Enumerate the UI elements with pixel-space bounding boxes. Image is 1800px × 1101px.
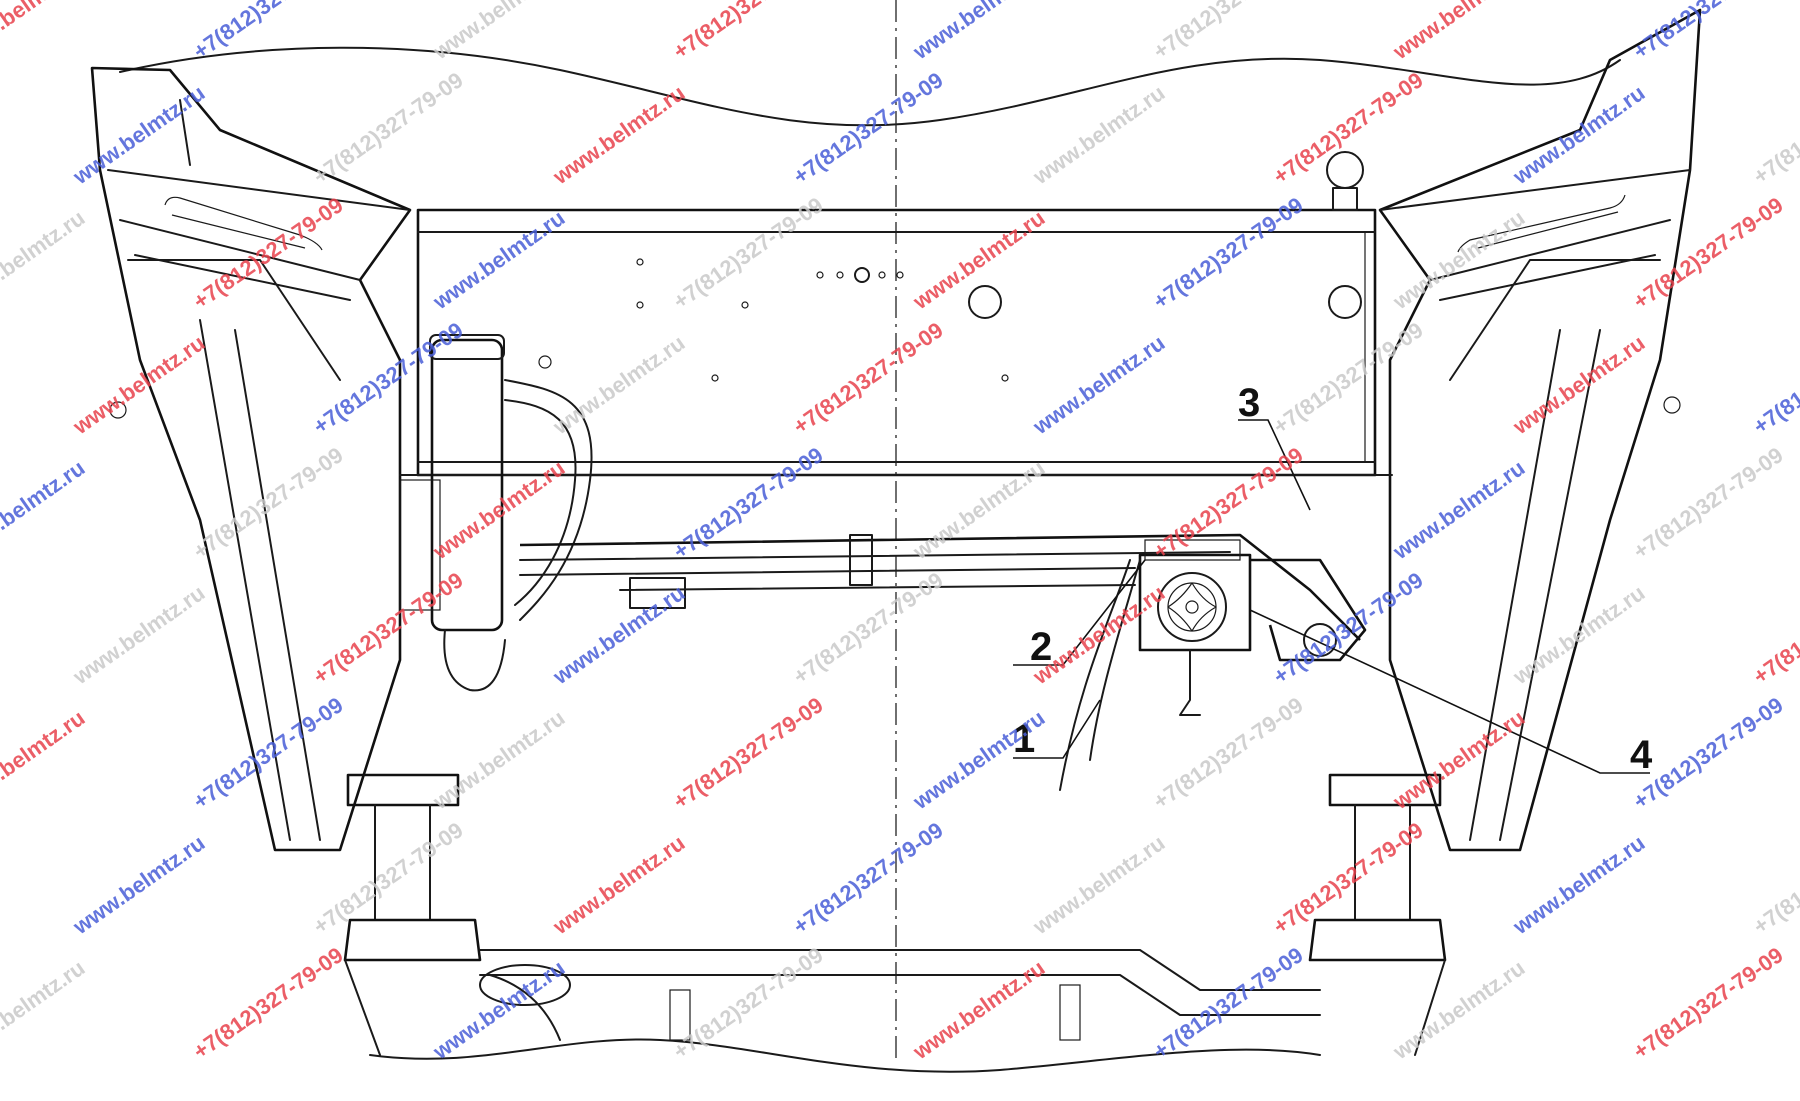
wire-harness	[1059, 559, 1141, 791]
watermark-text: www.belmtz.ru	[1028, 330, 1170, 440]
watermark-text: +7(812)327-79-09	[1749, 67, 1800, 189]
watermark-text: www.belmtz.ru	[428, 705, 570, 815]
left-side-frame	[90, 66, 412, 852]
watermark-text: www.belmtz.ru	[68, 330, 210, 440]
callout-3: 3	[1238, 381, 1260, 425]
watermark-text: +7(812)327-79-09	[189, 192, 348, 314]
watermark-text: www.belmtz.ru	[68, 580, 210, 690]
watermark-text: +7(812)327-79-09	[189, 0, 348, 64]
watermark-text: +7(812)327-79-09	[189, 942, 348, 1064]
watermark-text: www.belmtz.ru	[1508, 80, 1650, 190]
right-side-frame	[1378, 8, 1702, 852]
watermark-text: www.belmtz.ru	[0, 205, 89, 315]
watermark-text: +7(812)327-79-09	[189, 442, 348, 564]
watermark-text: www.belmtz.ru	[1028, 830, 1170, 940]
watermark-text: www.belmtz.ru	[1508, 830, 1650, 940]
watermark-text: www.belmtz.ru	[428, 205, 570, 315]
heater-rail	[519, 533, 1361, 641]
watermark-text: +7(812)327-79-09	[309, 567, 468, 689]
watermark-text: +7(812)327-79-09	[1269, 567, 1428, 689]
watermark-text: www.belmtz.ru	[1388, 955, 1530, 1065]
callout-4: 4	[1630, 733, 1653, 777]
callout-1: 1	[1013, 717, 1035, 761]
watermark-text: www.belmtz.ru	[1508, 330, 1650, 440]
watermark-text: www.belmtz.ru	[428, 455, 570, 565]
watermark-text: +7(812)327-79-09	[1749, 817, 1800, 939]
watermark-text: www.belmtz.ru	[68, 830, 210, 940]
watermark-text: www.belmtz.ru	[1028, 80, 1170, 190]
watermark-text: www.belmtz.ru	[548, 580, 690, 690]
watermark-text: www.belmtz.ru	[908, 955, 1050, 1065]
watermark-text: www.belmtz.ru	[0, 0, 89, 65]
watermark-text: +7(812)327-79-09	[1629, 442, 1788, 564]
watermark-text: +7(812)327-79-09	[1149, 442, 1308, 564]
watermark-text: www.belmtz.ru	[548, 80, 690, 190]
watermark-text: www.belmtz.ru	[0, 705, 89, 815]
watermark-text: +7(812)327-79-09	[1149, 692, 1308, 814]
blower-unit	[1138, 539, 1367, 716]
watermark-text: www.belmtz.ru	[548, 330, 690, 440]
lower-frame	[343, 773, 1447, 1056]
top-break-line	[119, 46, 1621, 127]
watermark-text: +7(812)327-79-09	[1629, 692, 1788, 814]
watermark-text: www.belmtz.ru	[1508, 580, 1650, 690]
watermark-text: +7(812)327-79-09	[309, 67, 468, 189]
watermark-text: +7(812)327-79-09	[669, 942, 828, 1064]
watermark-text: +7(812)327-79-09	[1629, 942, 1788, 1064]
watermark-text: www.belmtz.ru	[0, 455, 89, 565]
watermark-text: +7(812)327-79-09	[1269, 67, 1428, 189]
watermark-text: +7(812)327-79-09	[1749, 317, 1800, 439]
watermark-text: www.belmtz.ru	[548, 830, 690, 940]
watermark-text: +7(812)327-79-09	[669, 442, 828, 564]
watermark-text: www.belmtz.ru	[908, 455, 1050, 565]
watermark-text: www.belmtz.ru	[1388, 455, 1530, 565]
bottom-break-line	[369, 1038, 1321, 1073]
watermark-text: www.belmtz.ru	[428, 0, 570, 65]
watermark-text: +7(812)327-79-09	[789, 817, 948, 939]
watermark-text: +7(812)327-79-09	[789, 317, 948, 439]
watermark-text: +7(812)327-79-09	[669, 692, 828, 814]
watermark-text: +7(812)327-79-09	[1629, 0, 1788, 64]
watermark-text: www.belmtz.ru	[0, 955, 89, 1065]
rear-panel	[399, 151, 1393, 477]
watermark-text: +7(812)327-79-09	[1629, 192, 1788, 314]
watermark-text: +7(812)327-79-09	[1749, 567, 1800, 689]
callout-2: 2	[1030, 625, 1052, 669]
callout-leaders	[1013, 419, 1650, 774]
watermark-text: +7(812)327-79-09	[1269, 317, 1428, 439]
filler-neck	[399, 334, 593, 692]
watermark-text: www.belmtz.ru	[908, 0, 1050, 65]
watermark-text: +7(812)327-79-09	[1149, 0, 1308, 64]
watermark-text: +7(812)327-79-09	[789, 67, 948, 189]
watermark-text: +7(812)327-79-09	[669, 0, 828, 64]
watermark-text: www.belmtz.ru	[1388, 0, 1530, 65]
watermark-text: +7(812)327-79-09	[1149, 942, 1308, 1064]
watermark-text: www.belmtz.ru	[908, 205, 1050, 315]
